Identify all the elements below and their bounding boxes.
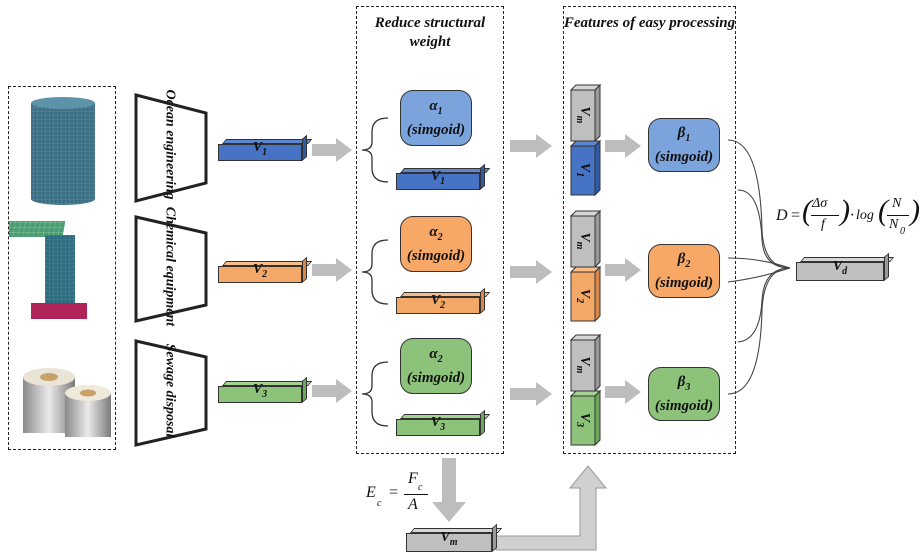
d-fraction-line1 xyxy=(811,215,839,216)
vbar-vm1-sub: m xyxy=(574,115,586,124)
d-N: N xyxy=(892,196,902,211)
beta2-sub: 2 xyxy=(685,258,691,270)
mid-v3-name: V xyxy=(430,415,441,431)
reduce-weight-title: Reduce structural weight xyxy=(374,15,486,50)
vm-bottom-sub: m xyxy=(449,537,458,548)
vbar-v2: V2 xyxy=(574,276,592,316)
vd-bar: Vd xyxy=(796,252,895,281)
ec-lhs: E xyxy=(366,484,376,501)
d-paren-r2: ) xyxy=(910,194,920,227)
alpha2-sub: 2 xyxy=(437,231,443,243)
vbar-v3-sub: 3 xyxy=(574,422,586,428)
vbar-vm2-sub: m xyxy=(574,241,586,250)
mid-v1-name: V xyxy=(430,169,441,185)
vbar-vm1-name: V xyxy=(576,106,592,116)
mid-v3-sub: 3 xyxy=(440,422,446,433)
input-v3-sub: 3 xyxy=(262,389,268,400)
beta3-fn: (simgoid) xyxy=(654,397,714,414)
application-label-ocean: Ocean engineering xyxy=(162,89,178,200)
input-bar-v1: V1 xyxy=(218,134,313,161)
ec-fraction-line xyxy=(404,494,428,495)
material-images-panel xyxy=(8,86,116,450)
alpha3-sym: α xyxy=(429,345,438,362)
input-v2-name: V xyxy=(252,262,263,278)
d-paren-l2: ( xyxy=(878,194,888,227)
vbar-v3: V3 xyxy=(574,400,592,440)
ec-num: F xyxy=(408,470,418,487)
d-f: f xyxy=(821,217,825,232)
d-N0: N xyxy=(889,217,899,232)
application-label-chemical: Chemical equipment xyxy=(162,206,178,327)
ec-num-sub: c xyxy=(418,482,423,493)
mid-bar-v1: V1 xyxy=(396,163,491,190)
input-v1-name: V xyxy=(252,140,263,156)
vbar-vm-3: Vm xyxy=(574,345,592,385)
input-bar-v2: V2 xyxy=(218,256,313,283)
beta3-sym: β xyxy=(677,373,686,390)
alpha2-fn: (simgoid) xyxy=(406,247,466,264)
application-label-sewage: Sewage disposal xyxy=(162,343,178,438)
beta-node-3: β3 (simgoid) xyxy=(648,367,720,421)
mid-bar-v2: V2 xyxy=(396,287,491,314)
beta1-sub: 1 xyxy=(685,132,691,144)
input-v3-name: V xyxy=(252,382,263,398)
easy-processing-title: Features of easy processing xyxy=(563,15,736,31)
vd-name: V xyxy=(832,259,843,275)
ec-equals: = xyxy=(388,484,399,501)
mid-v1-sub: 1 xyxy=(440,176,446,187)
ec-den: A xyxy=(408,496,418,513)
beta-node-2: β2 (simgoid) xyxy=(648,244,720,298)
d-delta-sigma: Δσ xyxy=(812,196,828,211)
input-v1-sub: 1 xyxy=(262,147,268,158)
vbar-v3-name: V xyxy=(576,412,592,423)
vbar-vm-1: Vm xyxy=(574,95,592,135)
beta3-sub: 3 xyxy=(685,381,691,393)
d-dot: · xyxy=(850,207,854,224)
mid-v2-sub: 2 xyxy=(440,300,446,311)
vbar-v1: V1 xyxy=(574,150,592,190)
beta2-sym: β xyxy=(677,250,686,267)
vbar-v1-sub: 1 xyxy=(574,172,586,178)
alpha2-sym: α xyxy=(429,223,438,240)
alpha-node-2: α2 (simgoid) xyxy=(400,216,472,272)
beta-node-1: β1 (simgoid) xyxy=(648,118,720,172)
d-paren-l1: ( xyxy=(802,194,812,227)
alpha1-sub: 1 xyxy=(437,105,443,117)
ec-lhs-sub: c xyxy=(377,498,382,509)
d-fraction-line2 xyxy=(887,215,909,216)
alpha1-sym: α xyxy=(429,97,438,114)
d-equals: = xyxy=(790,207,801,224)
vbar-v2-name: V xyxy=(576,288,592,299)
d-log: log xyxy=(856,208,874,223)
vd-sub: d xyxy=(842,266,848,277)
vm-bottom-name: V xyxy=(440,530,450,546)
beta2-fn: (simgoid) xyxy=(654,274,714,291)
vbar-v1-name: V xyxy=(576,162,592,173)
cylinder-mesh-image xyxy=(9,97,111,437)
beta1-sym: β xyxy=(677,124,686,141)
reduce-weight-panel xyxy=(356,6,504,454)
d-paren-r1: ) xyxy=(840,194,850,227)
beta1-fn: (simgoid) xyxy=(654,148,714,165)
alpha-node-3: α2 (simgoid) xyxy=(400,338,472,394)
vbar-vm3-sub: m xyxy=(574,365,586,374)
formula-ec: E c = F c A xyxy=(366,470,440,520)
vbar-vm-2: Vm xyxy=(574,221,592,261)
mid-bar-v3: V3 xyxy=(396,409,491,436)
formula-d: D = ( Δσ f ) · log ( N N 0 ) xyxy=(776,190,921,244)
alpha1-fn: (simgoid) xyxy=(406,121,466,138)
mid-v2-name: V xyxy=(430,293,441,309)
vbar-v2-sub: 2 xyxy=(574,298,586,304)
input-bar-v3: V3 xyxy=(218,376,313,403)
d-N0-sub: 0 xyxy=(900,226,905,237)
vm-bar-bottom: Vm xyxy=(406,523,503,552)
input-v2-sub: 2 xyxy=(262,269,268,280)
vbar-vm3-name: V xyxy=(576,356,592,366)
d-lhs: D xyxy=(776,207,788,224)
alpha-node-1: α1 (simgoid) xyxy=(400,90,472,146)
alpha3-sub: 2 xyxy=(437,353,443,365)
alpha3-fn: (simgoid) xyxy=(406,369,466,386)
vbar-vm2-name: V xyxy=(576,232,592,242)
